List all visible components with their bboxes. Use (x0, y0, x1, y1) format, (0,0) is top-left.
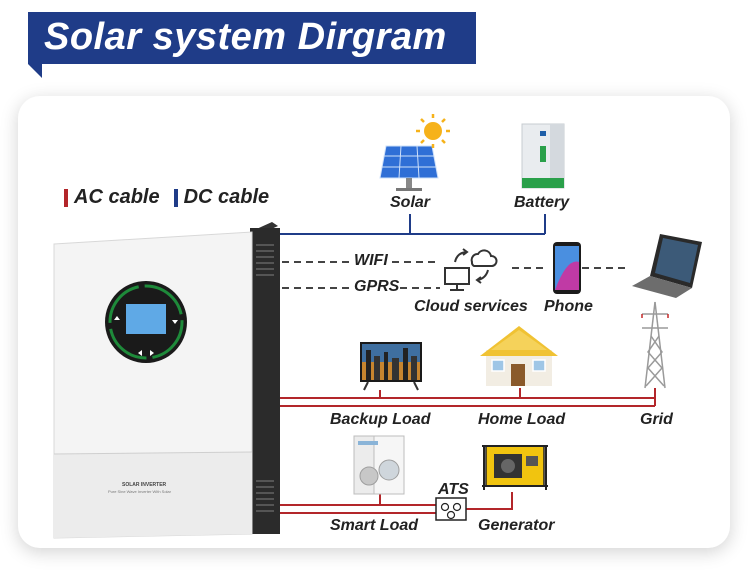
cloud-services-label: Cloud services (414, 298, 528, 315)
battery-icon (521, 123, 565, 189)
house-icon (480, 326, 558, 386)
solar-inverter (53, 222, 280, 539)
grid-label: Grid (640, 411, 673, 428)
ac-legend-swatch (64, 188, 68, 207)
gprs-label: GPRS (354, 278, 400, 295)
tv-icon (360, 342, 422, 391)
washer-dryer-icon (353, 435, 405, 495)
title-banner (28, 12, 476, 64)
data-link-lines (282, 261, 630, 289)
dc-cable (272, 214, 546, 235)
backup-load-label: Backup Load (330, 411, 431, 428)
cloud-services-icon (444, 248, 498, 291)
inverter-lcd-screen (126, 304, 166, 334)
cable-legend: AC cable DC cable (64, 186, 269, 209)
ac-legend-label: AC cable (74, 186, 160, 208)
phone-label: Phone (544, 298, 593, 315)
laptop-icon (632, 234, 702, 298)
page-title: Solar system Dirgram (44, 16, 447, 58)
wifi-label: WIFI (354, 252, 388, 269)
generator-icon (482, 445, 548, 490)
sun-icon (416, 114, 450, 148)
battery-label: Battery (514, 194, 570, 211)
inverter-brand-subtitle: Pure Sine Wave Inverter With Solar (108, 489, 171, 494)
solar-panel-icon (379, 145, 439, 191)
dc-legend-label: DC cable (183, 186, 270, 208)
dc-legend-swatch (173, 188, 178, 207)
ats-label: ATS (438, 481, 469, 498)
phone-icon (553, 242, 581, 294)
smart-load-label: Smart Load (330, 517, 419, 534)
grid-tower-icon (641, 301, 669, 389)
solar-label: Solar (390, 194, 431, 211)
generator-label: Generator (478, 517, 555, 534)
home-load-label: Home Load (478, 411, 566, 428)
title-banner-tail (28, 64, 42, 78)
ac-cable (272, 388, 656, 514)
inverter-brand-title: SOLAR INVERTER (122, 482, 167, 488)
ats-switch-icon (435, 497, 467, 521)
